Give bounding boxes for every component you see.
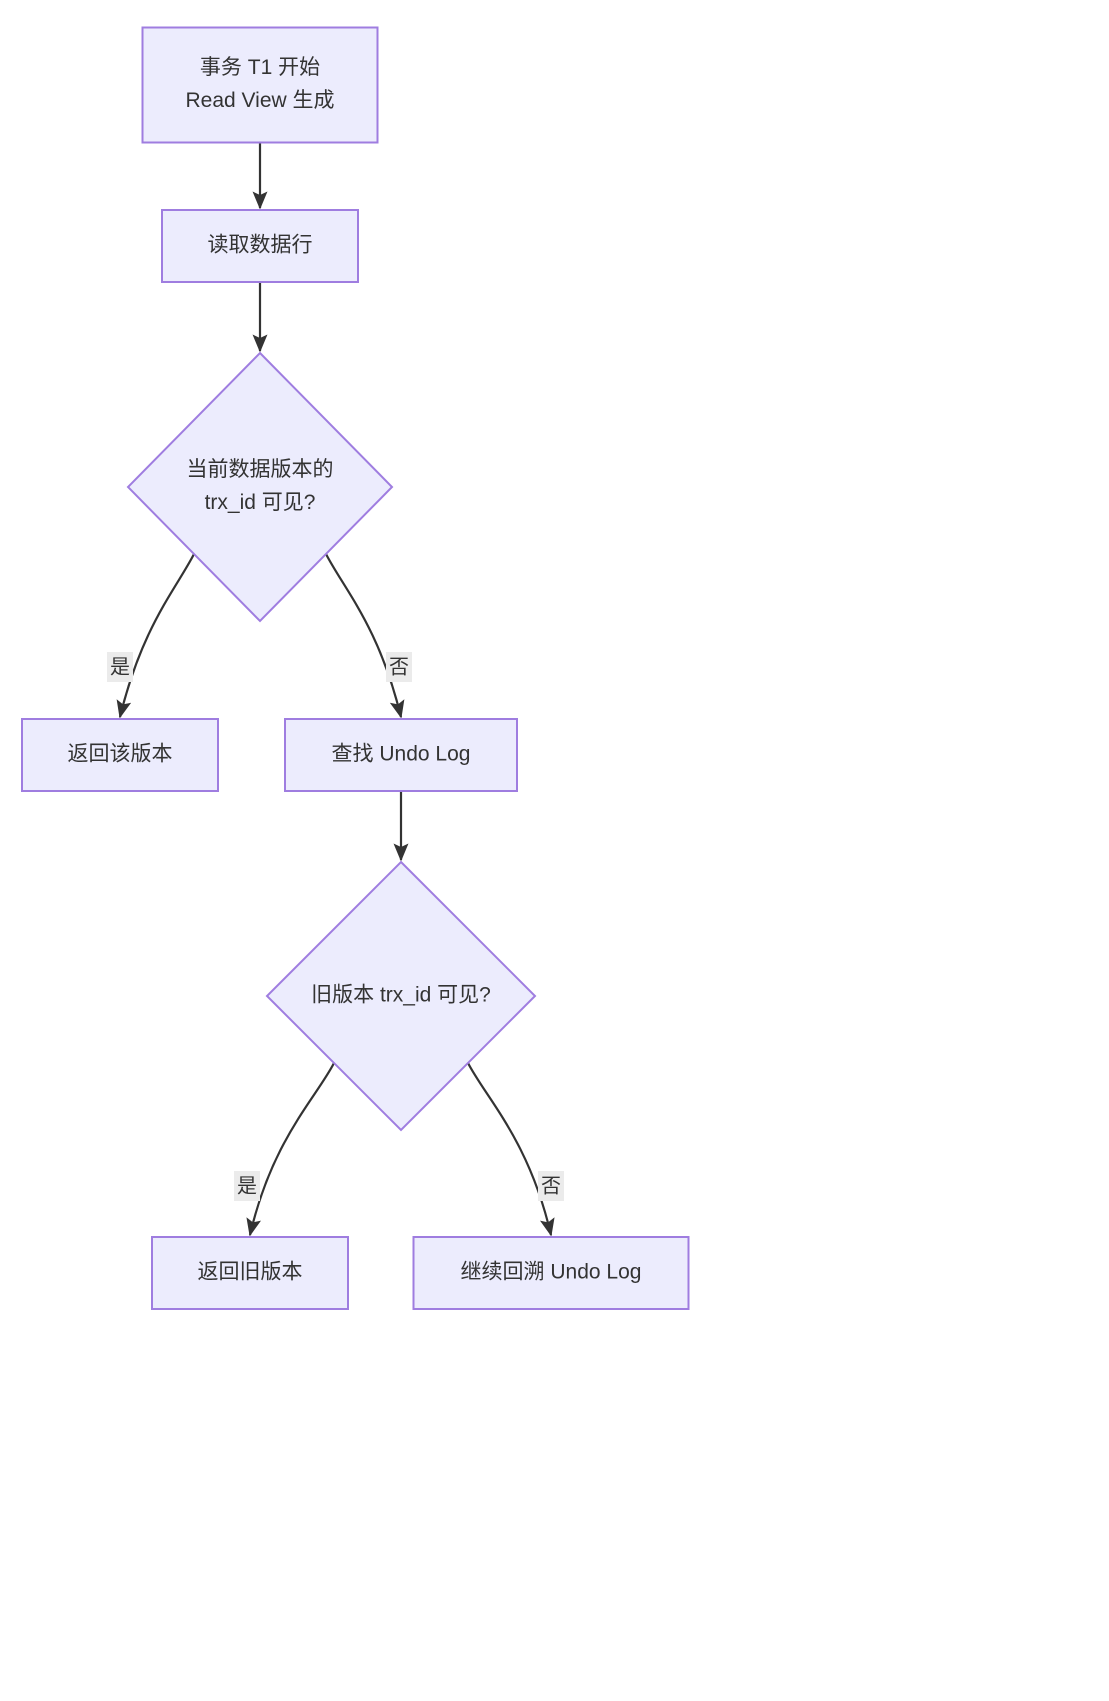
- edge-label-background: [538, 1171, 564, 1201]
- edge-e6: [246, 1062, 335, 1237]
- node-label: 查找 Undo Log: [332, 743, 471, 766]
- edge-label-background: [386, 652, 412, 682]
- node-shape-rect: [151, 1236, 349, 1310]
- edge-label-e7: 否: [538, 1171, 564, 1201]
- edge-line: [246, 1062, 335, 1237]
- node-label: 当前数据版本的: [187, 458, 334, 481]
- edge-label-e3: 是: [107, 652, 133, 682]
- node-label: 旧版本 trx_id 可见?: [311, 984, 491, 1007]
- node-shape-rect: [21, 718, 219, 792]
- edge-label-e6: 是: [234, 1171, 260, 1201]
- edge-labels-layer: 是否是否: [107, 652, 564, 1201]
- edge-e7: [467, 1062, 555, 1237]
- edge-label-background: [234, 1171, 260, 1201]
- node-label: trx_id 可见?: [205, 491, 316, 514]
- edge-label-e4: 否: [386, 652, 412, 682]
- node-current-visible[interactable]: 当前数据版本的 trx_id 可见?: [126, 351, 394, 623]
- edge-e3: [116, 553, 195, 719]
- node-read-row[interactable]: 读取数据行: [161, 209, 359, 283]
- node-find-undo-log[interactable]: 查找 Undo Log: [284, 718, 518, 792]
- node-shape-rect: [161, 209, 359, 283]
- edge-line: [116, 553, 195, 719]
- node-label: 事务 T1 开始: [200, 56, 320, 79]
- edge-label-background: [107, 652, 133, 682]
- edge-line: [467, 1062, 555, 1237]
- node-continue-trace[interactable]: 继续回溯 Undo Log: [412, 1236, 690, 1310]
- node-label: 继续回溯 Undo Log: [461, 1261, 642, 1284]
- node-return-version[interactable]: 返回该版本: [21, 718, 219, 792]
- node-label: 返回旧版本: [198, 1261, 303, 1284]
- node-label: Read View 生成: [185, 89, 334, 112]
- edge-line: [325, 553, 405, 719]
- node-start[interactable]: 事务 T1 开始 Read View 生成: [141, 26, 379, 144]
- node-label: 返回该版本: [68, 743, 173, 766]
- node-shape-rect: [141, 26, 379, 144]
- edge-label-text: 是: [237, 1175, 257, 1197]
- node-shape-rect: [412, 1236, 690, 1310]
- node-shape-diamond: [265, 860, 537, 1132]
- node-old-visible[interactable]: 旧版本 trx_id 可见?: [265, 860, 537, 1132]
- edge-label-text: 是: [110, 656, 130, 678]
- node-shape-diamond: [126, 351, 394, 623]
- edge-e4: [325, 553, 405, 719]
- node-return-old-version[interactable]: 返回旧版本: [151, 1236, 349, 1310]
- node-label: 读取数据行: [208, 234, 313, 257]
- edges-layer: [116, 142, 555, 1237]
- node-shape-rect: [284, 718, 518, 792]
- edge-label-text: 否: [541, 1175, 561, 1197]
- edge-label-text: 否: [389, 656, 409, 678]
